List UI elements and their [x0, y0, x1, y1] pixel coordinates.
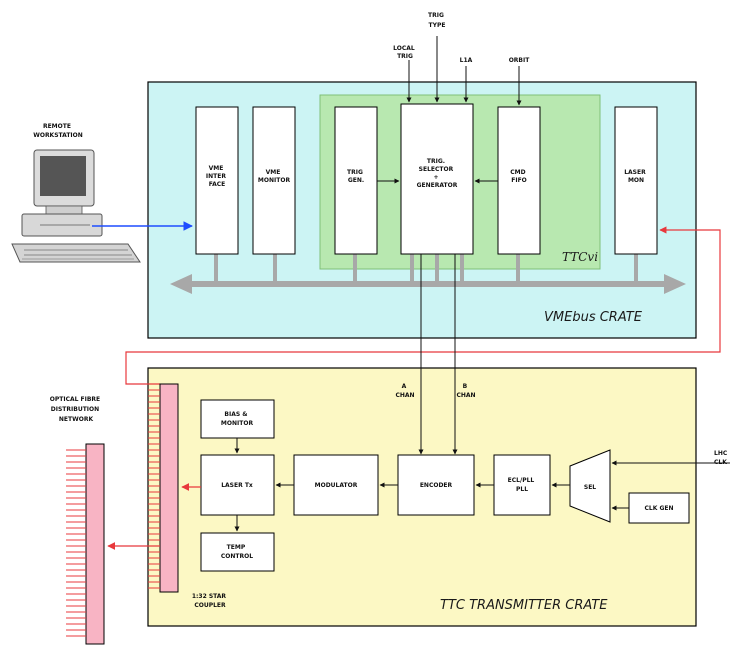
network-fibres [66, 449, 86, 637]
module-bias-monitor-label: BIAS & MONITOR [221, 411, 254, 427]
module-vme-interface [195, 106, 239, 255]
module-cmd-fifo-label: CMD FIFO [510, 169, 527, 184]
module-vme-monitor [252, 106, 296, 255]
module-temp-control-label: TEMP CONTROL [221, 544, 253, 560]
label-coupler: 1:32 STAR COUPLER [192, 593, 228, 609]
module-bias-monitor [200, 399, 275, 439]
module-modulator-label: MODULATOR [315, 482, 358, 489]
module-laser-mon-label: LASER MON [624, 169, 648, 184]
label-remote-workstation: REMOTE WORKSTATION [33, 123, 83, 139]
module-trig-selector-label: TRIG. SELECTOR + GENERATOR [417, 158, 458, 189]
module-sel [569, 449, 611, 523]
distribution-bar [85, 443, 105, 645]
ttcvi-label: TTCvi [562, 250, 598, 264]
link-feedback-to-laser-mon [125, 226, 721, 385]
label-l1a: L1A [460, 57, 473, 64]
module-laser-tx-label: LASER Tx [221, 482, 253, 489]
module-ecl-pll [493, 454, 551, 516]
coupler-fibres [148, 389, 160, 589]
module-vme-interface-label: VME INTER FACE [206, 165, 228, 188]
label-trig-type: TRIG TYPE [428, 12, 446, 29]
module-laser-tx [200, 454, 275, 516]
computer-workstation-icon [11, 149, 141, 263]
label-local-trig: LOCAL TRIG [393, 45, 417, 60]
label-lhc-clock: LHC CLK [714, 450, 729, 466]
vme-bus [170, 274, 686, 294]
module-encoder [397, 454, 475, 516]
label-chan-b: B CHAN [456, 383, 475, 399]
module-clk-gen-label: CLK GEN [644, 505, 673, 512]
label-optical-fibre: OPTICAL FIBRE DISTRIBUTION NETWORK [50, 396, 103, 423]
module-vme-monitor-label: VME MONITOR [258, 169, 291, 184]
module-sel-label: SEL [584, 484, 596, 491]
label-chan-a: A CHAN [395, 383, 414, 399]
star-coupler [159, 383, 179, 593]
module-temp-control [200, 532, 275, 572]
vme-crate-label: VMEbus CRATE [544, 310, 643, 325]
module-cmd-fifo [497, 106, 541, 255]
transmitter-crate-label: TTC TRANSMITTER CRATE [440, 598, 608, 613]
label-orbit: ORBIT [509, 57, 531, 64]
module-modulator [293, 454, 379, 516]
module-laser-mon [614, 106, 658, 255]
module-trig-gen [334, 106, 378, 255]
module-clk-gen [628, 492, 690, 524]
module-trig-selector [400, 103, 474, 255]
bus-connectors [214, 254, 638, 282]
module-encoder-label: ENCODER [420, 482, 453, 489]
module-trig-gen-label: TRIG GEN. [347, 169, 365, 184]
module-ecl-pll-label: ECL/PLL PLL [508, 477, 537, 493]
